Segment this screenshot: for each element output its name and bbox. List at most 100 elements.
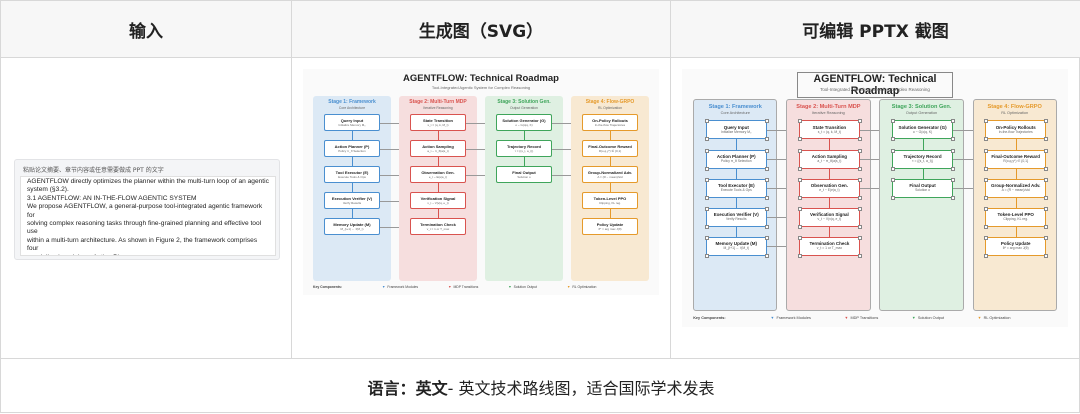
text-input-area[interactable]: AGENTFLOW directly optimizes the planner… <box>20 176 276 256</box>
resize-handle[interactable] <box>891 195 896 200</box>
resize-handle[interactable] <box>704 137 709 142</box>
resize-handle[interactable] <box>798 166 803 171</box>
resize-handle[interactable] <box>857 195 862 200</box>
node-box[interactable]: Tool Executor (E)Execute Tools & Ops <box>704 177 769 200</box>
resize-handle[interactable] <box>984 137 989 142</box>
resize-handle[interactable] <box>798 195 803 200</box>
node-box[interactable]: Memory Update (M)M_{t+1} ← f(M_t) <box>704 235 769 258</box>
resize-handle[interactable] <box>1044 206 1048 211</box>
resize-handle[interactable] <box>704 148 709 153</box>
resize-handle[interactable] <box>798 224 803 229</box>
resize-handle[interactable] <box>857 253 862 258</box>
resize-handle[interactable] <box>798 177 803 182</box>
resize-handle[interactable] <box>857 137 862 142</box>
resize-handle[interactable] <box>984 148 989 153</box>
resize-handle[interactable] <box>764 235 769 240</box>
resize-handle[interactable] <box>704 253 709 258</box>
resize-handle[interactable] <box>764 224 769 229</box>
node-box[interactable]: Observation Gen.e_t ~ E(e|a_t) <box>798 177 862 200</box>
resize-handle[interactable] <box>704 195 709 200</box>
resize-handle[interactable] <box>891 177 896 182</box>
resize-handle[interactable] <box>984 235 989 240</box>
resize-handle[interactable] <box>984 253 989 258</box>
node-box[interactable]: Action Planner (P)Policy π_θ Selection <box>704 148 769 171</box>
resize-handle[interactable] <box>857 224 862 229</box>
resize-handle[interactable] <box>984 177 989 182</box>
resize-handle[interactable] <box>1044 119 1048 124</box>
resize-handle[interactable] <box>1044 177 1048 182</box>
resize-handle[interactable] <box>704 235 709 240</box>
resize-handle[interactable] <box>764 195 769 200</box>
node-box[interactable]: Group-Normalized Adv.A = (R − mean)/std <box>984 177 1048 200</box>
resize-handle[interactable] <box>984 224 989 229</box>
resize-handle[interactable] <box>798 235 803 240</box>
resize-handle[interactable] <box>891 119 896 124</box>
resize-handle[interactable] <box>704 166 709 171</box>
resize-handle[interactable] <box>984 119 989 124</box>
resize-handle[interactable] <box>950 119 955 124</box>
resize-handle[interactable] <box>1044 148 1048 153</box>
resize-handle[interactable] <box>891 148 896 153</box>
resize-handle[interactable] <box>704 224 709 229</box>
resize-handle[interactable] <box>857 166 862 171</box>
resize-handle[interactable] <box>984 166 989 171</box>
resize-handle[interactable] <box>857 235 862 240</box>
resize-handle[interactable] <box>950 195 955 200</box>
resize-handle[interactable] <box>950 137 955 142</box>
resize-handle[interactable] <box>891 166 896 171</box>
resize-handle[interactable] <box>764 253 769 258</box>
resize-handle[interactable] <box>1044 166 1048 171</box>
resize-handle[interactable] <box>1044 137 1048 142</box>
resize-handle[interactable] <box>1044 224 1048 229</box>
resize-handle[interactable] <box>950 166 955 171</box>
node-box[interactable]: Solution Generator (G)o ~ G(o|q, K) <box>891 119 955 142</box>
resize-handle[interactable] <box>857 148 862 153</box>
resize-handle[interactable] <box>798 253 803 258</box>
resize-handle[interactable] <box>704 177 709 182</box>
node-box[interactable]: Tool Executor (E)Execute Tools & Ops <box>323 166 381 183</box>
resize-handle[interactable] <box>857 119 862 124</box>
resize-handle[interactable] <box>798 137 803 142</box>
resize-handle[interactable] <box>984 195 989 200</box>
resize-handle[interactable] <box>764 148 769 153</box>
resize-handle[interactable] <box>1044 235 1048 240</box>
resize-handle[interactable] <box>704 206 709 211</box>
resize-handle[interactable] <box>857 177 862 182</box>
resize-handle[interactable] <box>798 119 803 124</box>
resize-handle[interactable] <box>704 119 709 124</box>
resize-handle[interactable] <box>764 137 769 142</box>
resize-handle[interactable] <box>950 177 955 182</box>
node-box[interactable]: Execution Verifier (V)Verify Results <box>704 206 769 229</box>
resize-handle[interactable] <box>1044 195 1048 200</box>
resize-handle[interactable] <box>764 166 769 171</box>
node-box[interactable]: Observation Gen.e_t ~ E(e|a_t) <box>409 166 467 183</box>
node-box[interactable]: Group-Normalized Adv.A = (R − mean)/std <box>581 166 639 183</box>
node-box[interactable]: Execution Verifier (V)Verify Results <box>323 192 381 209</box>
resize-handle[interactable] <box>950 148 955 153</box>
resize-handle[interactable] <box>891 137 896 142</box>
resize-handle[interactable] <box>857 206 862 211</box>
resize-handle[interactable] <box>764 177 769 182</box>
resize-handle[interactable] <box>764 206 769 211</box>
node-box[interactable]: Memory Update (M)M_{t+1} ← f(M_t) <box>323 218 381 235</box>
resize-handle[interactable] <box>984 206 989 211</box>
node-box[interactable]: Action Planner (P)Policy π_θ Selection <box>323 140 381 157</box>
